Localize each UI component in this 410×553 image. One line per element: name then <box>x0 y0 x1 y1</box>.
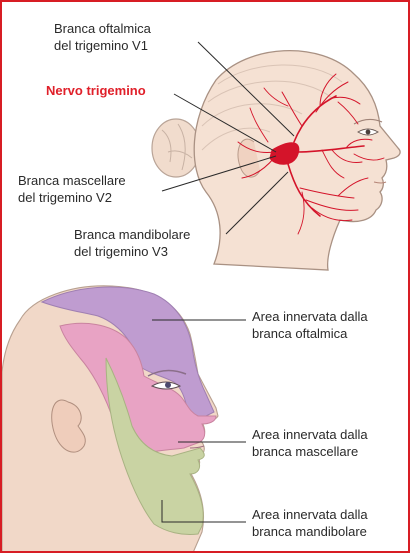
label-ophthalmic-branch: Branca oftalmica del trigemino V1 <box>54 20 151 54</box>
label-maxillary-branch: Branca mascellare del trigemino V2 <box>18 172 126 206</box>
label-area-maxillary: Area innervata dalla branca mascellare <box>252 426 368 460</box>
label-area-maxillary-line2: branca mascellare <box>252 443 368 460</box>
label-ophthalmic-branch-line1: Branca oftalmica <box>54 20 151 37</box>
label-area-maxillary-line1: Area innervata dalla <box>252 426 368 443</box>
label-area-mandibular: Area innervata dalla branca mandibolare <box>252 506 368 540</box>
label-maxillary-branch-line1: Branca mascellare <box>18 172 126 189</box>
label-area-ophthalmic: Area innervata dalla branca oftalmica <box>252 308 368 342</box>
label-trigeminal-nerve: Nervo trigemino <box>46 82 146 99</box>
label-area-mandibular-line1: Area innervata dalla <box>252 506 368 523</box>
label-ophthalmic-branch-line2: del trigemino V1 <box>54 37 151 54</box>
label-trigeminal-nerve-text: Nervo trigemino <box>46 82 146 99</box>
label-maxillary-branch-line2: del trigemino V2 <box>18 189 126 206</box>
label-area-mandibular-line2: branca mandibolare <box>252 523 368 540</box>
bottom-head-illustration <box>2 286 246 553</box>
label-mandibular-branch-line1: Branca mandibolare <box>74 226 190 243</box>
label-area-ophthalmic-line1: Area innervata dalla <box>252 308 368 325</box>
hair-bun <box>152 119 200 177</box>
label-area-ophthalmic-line2: branca oftalmica <box>252 325 368 342</box>
label-mandibular-branch: Branca mandibolare del trigemino V3 <box>74 226 190 260</box>
label-mandibular-branch-line2: del trigemino V3 <box>74 243 190 260</box>
